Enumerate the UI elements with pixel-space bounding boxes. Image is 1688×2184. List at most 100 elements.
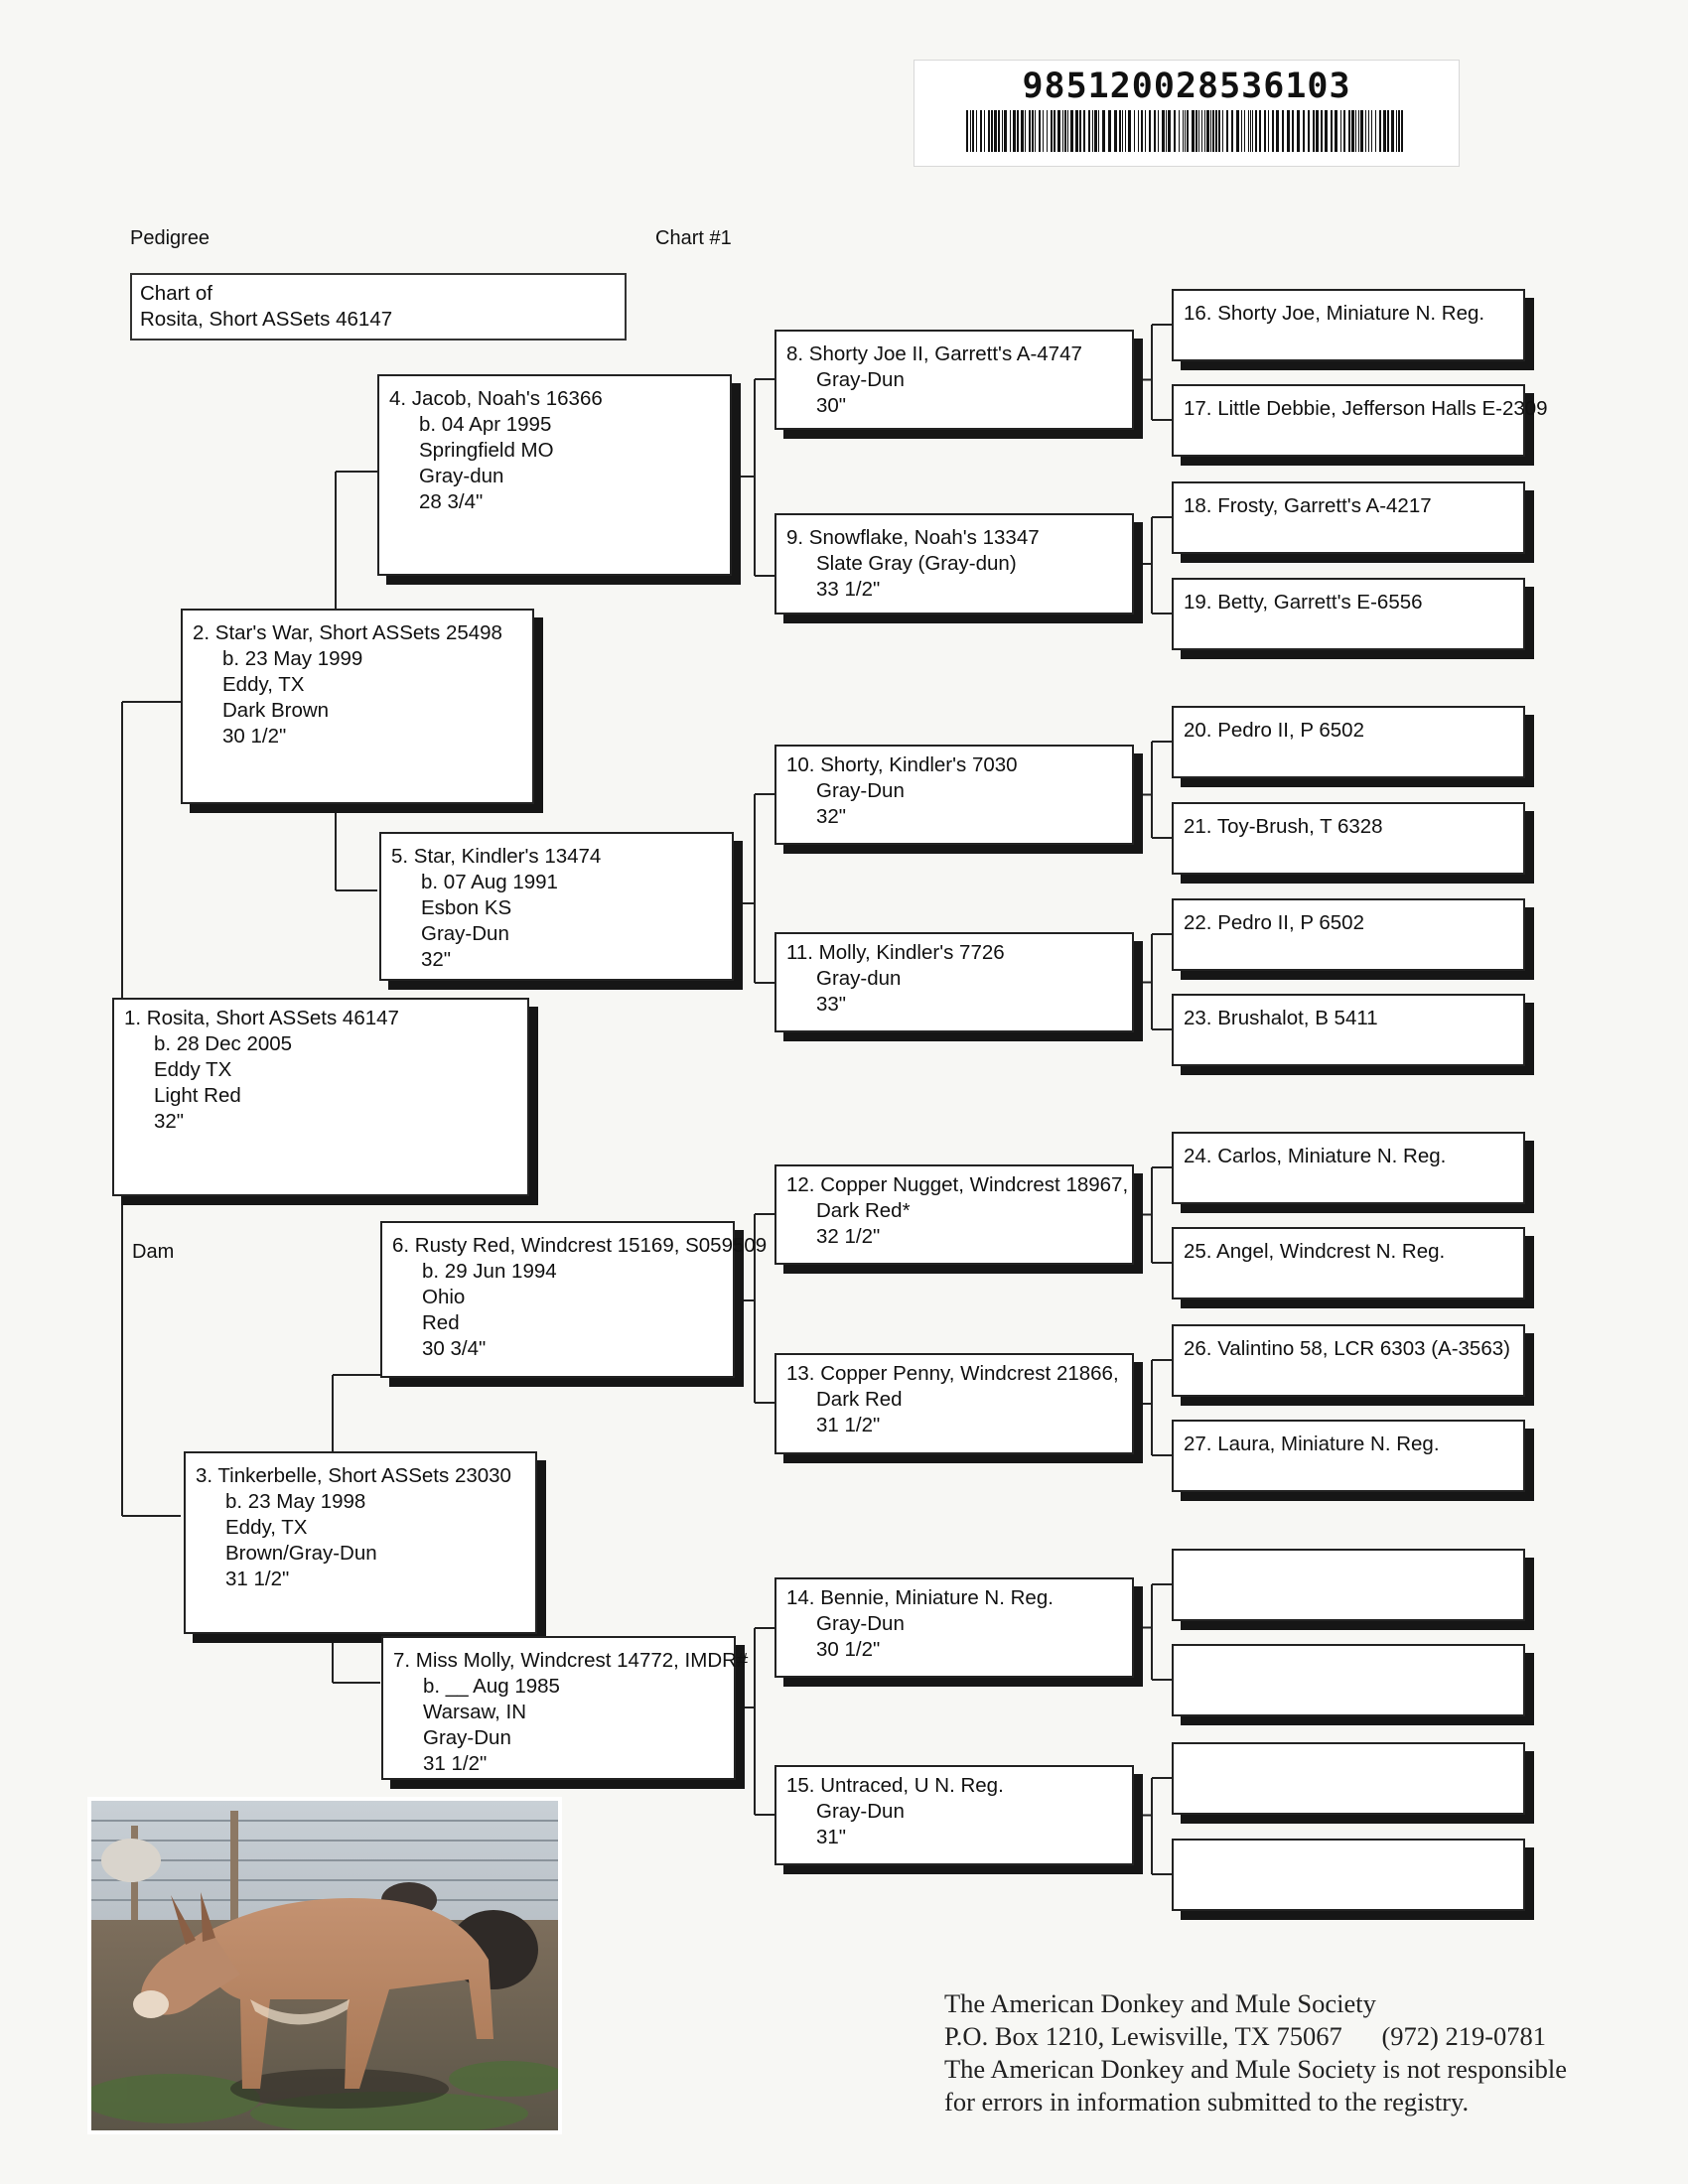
footer-address-phone: P.O. Box 1210, Lewisville, TX 75067 (972…: [944, 2021, 1547, 2051]
pedigree-box-3: 3. Tinkerbelle, Short ASSets 23030 b. 23 …: [184, 1451, 537, 1634]
barcode-number: 985120028536103: [1022, 67, 1351, 106]
animal-name: 21. Toy-Brush, T 6328: [1184, 815, 1383, 838]
animal-detail: 30 1/2": [816, 1638, 881, 1661]
dam-label: Dam: [132, 1241, 175, 1263]
pedigree-box-13: 13. Copper Penny, Windcrest 21866,Dark R…: [774, 1353, 1134, 1454]
animal-name: 14. Bennie, Miniature N. Reg.: [786, 1586, 1054, 1609]
animal-detail: Slate Gray (Gray-dun): [816, 552, 1017, 575]
pedigree-box-24: 24. Carlos, Miniature N. Reg.: [1172, 1132, 1525, 1204]
pedigree-box-31: [1172, 1839, 1525, 1911]
animal-name: 26. Valintino 58, LCR 6303 (A-3563): [1184, 1337, 1510, 1360]
animal-name: 19. Betty, Garrett's E-6556: [1184, 591, 1423, 614]
pedigree-box-12: 12. Copper Nugget, Windcrest 18967, Dark …: [774, 1164, 1134, 1265]
animal-name: 4. Jacob, Noah's 16366: [389, 387, 603, 410]
pedigree-box-26: 26. Valintino 58, LCR 6303 (A-3563): [1172, 1324, 1525, 1397]
animal-name: 11. Molly, Kindler's 7726: [786, 941, 1005, 964]
pedigree-box-27: 27. Laura, Miniature N. Reg.: [1172, 1420, 1525, 1492]
animal-detail: 30 1/2": [222, 725, 287, 748]
pedigree-box-14: 14. Bennie, Miniature N. Reg. Gray-Dun 30 …: [774, 1577, 1134, 1678]
animal-name: 10. Shorty, Kindler's 7030: [786, 753, 1018, 776]
animal-name: 24. Carlos, Miniature N. Reg.: [1184, 1145, 1447, 1167]
pedigree-box-2: 2. Star's War, Short ASSets 25498 b. 23 M…: [181, 609, 534, 804]
animal-detail: Dark Red: [816, 1388, 903, 1411]
animal-detail: b. 04 Apr 1995: [419, 413, 552, 436]
society-footer: The American Donkey and Mule Society P.O…: [944, 1987, 1659, 2118]
animal-name: 20. Pedro II, P 6502: [1184, 719, 1364, 742]
animal-detail: Red: [422, 1311, 460, 1334]
animal-detail: Gray-Dun: [816, 1612, 905, 1635]
animal-detail: 30 3/4": [422, 1337, 487, 1360]
animal-name: 6. Rusty Red, Windcrest 15169, S059509: [392, 1234, 768, 1257]
animal-name: 3. Tinkerbelle, Short ASSets 23030: [196, 1464, 511, 1487]
animal-detail: 31": [816, 1826, 847, 1848]
barcode-label: 985120028536103: [914, 60, 1460, 167]
animal-detail: 31 1/2": [423, 1752, 488, 1775]
animal-name: 12. Copper Nugget, Windcrest 18967,: [786, 1173, 1129, 1196]
animal-name: 18. Frosty, Garrett's A-4217: [1184, 494, 1432, 517]
chart-of-line2: Rosita, Short ASSets 46147: [140, 308, 393, 331]
animal-detail: Eddy TX: [154, 1058, 232, 1081]
pedigree-box-28: [1172, 1549, 1525, 1621]
animal-detail: Esbon KS: [421, 896, 512, 919]
animal-detail: 28 3/4": [419, 490, 484, 513]
animal-name: 7. Miss Molly, Windcrest 14772, IMDR#: [393, 1649, 749, 1672]
animal-detail: 33": [816, 993, 847, 1016]
pedigree-label: Pedigree: [130, 227, 211, 249]
animal-detail: Warsaw, IN: [423, 1701, 527, 1723]
pedigree-box-7: 7. Miss Molly, Windcrest 14772, IMDR# b. …: [381, 1636, 749, 1780]
animal-detail: 32 1/2": [816, 1225, 881, 1248]
animal-detail: b. 28 Dec 2005: [154, 1032, 293, 1055]
animal-detail: Ohio: [422, 1286, 466, 1308]
animal-name: 9. Snowflake, Noah's 13347: [786, 526, 1040, 549]
footer-disclaimer-2: for errors in information submitted to t…: [944, 2087, 1470, 2116]
animal-name: 1. Rosita, Short ASSets 46147: [124, 1007, 399, 1029]
pedigree-box-17: 17. Little Debbie, Jefferson Halls E-230…: [1172, 384, 1548, 457]
animal-detail: Springfield MO: [419, 439, 554, 462]
animal-detail: Gray-Dun: [423, 1726, 511, 1749]
animal-detail: Gray-dun: [419, 465, 504, 487]
animal-detail: Dark Brown: [222, 699, 330, 722]
pedigree-box-25: 25. Angel, Windcrest N. Reg.: [1172, 1227, 1525, 1299]
pedigree-box-20: 20. Pedro II, P 6502: [1172, 706, 1525, 778]
pedigree-box-29: [1172, 1644, 1525, 1716]
animal-name: 5. Star, Kindler's 13474: [391, 845, 602, 868]
animal-name: 2. Star's War, Short ASSets 25498: [193, 621, 502, 644]
barcode-bars: [966, 110, 1403, 152]
pedigree-box-16: 16. Shorty Joe, Miniature N. Reg.: [1172, 289, 1525, 361]
animal-name: 17. Little Debbie, Jefferson Halls E-230…: [1184, 397, 1548, 420]
pedigree-box-21: 21. Toy-Brush, T 6328: [1172, 802, 1525, 875]
pedigree-box-19: 19. Betty, Garrett's E-6556: [1172, 578, 1525, 650]
animal-detail: 32": [421, 948, 452, 971]
pedigree-box-22: 22. Pedro II, P 6502: [1172, 898, 1525, 971]
animal-detail: b. __ Aug 1985: [423, 1675, 560, 1698]
pedigree-box-1: 1. Rosita, Short ASSets 46147 b. 28 Dec 2…: [112, 998, 529, 1196]
animal-detail: b. 23 May 1998: [225, 1490, 366, 1513]
animal-detail: Dark Red*: [816, 1199, 911, 1222]
animal-name: 22. Pedro II, P 6502: [1184, 911, 1364, 934]
animal-name: 27. Laura, Miniature N. Reg.: [1184, 1433, 1440, 1455]
chart-number-label: Chart #1: [655, 227, 732, 249]
chart-of-box: Chart of Rosita, Short ASSets 46147: [130, 273, 627, 341]
animal-detail: b. 07 Aug 1991: [421, 871, 558, 893]
animal-detail: b. 23 May 1999: [222, 647, 363, 670]
animal-detail: Eddy, TX: [222, 673, 305, 696]
animal-detail: Gray-dun: [816, 967, 902, 990]
animal-detail: Gray-Dun: [816, 1800, 905, 1823]
animal-detail: Brown/Gray-Dun: [225, 1542, 377, 1565]
animal-detail: 33 1/2": [816, 578, 881, 601]
animal-name: 23. Brushalot, B 5411: [1184, 1007, 1378, 1029]
pedigree-box-23: 23. Brushalot, B 5411: [1172, 994, 1525, 1066]
animal-detail: 31 1/2": [225, 1568, 290, 1590]
animal-detail: Eddy, TX: [225, 1516, 308, 1539]
animal-name: 16. Shorty Joe, Miniature N. Reg.: [1184, 302, 1485, 325]
animal-detail: 30": [816, 394, 847, 417]
